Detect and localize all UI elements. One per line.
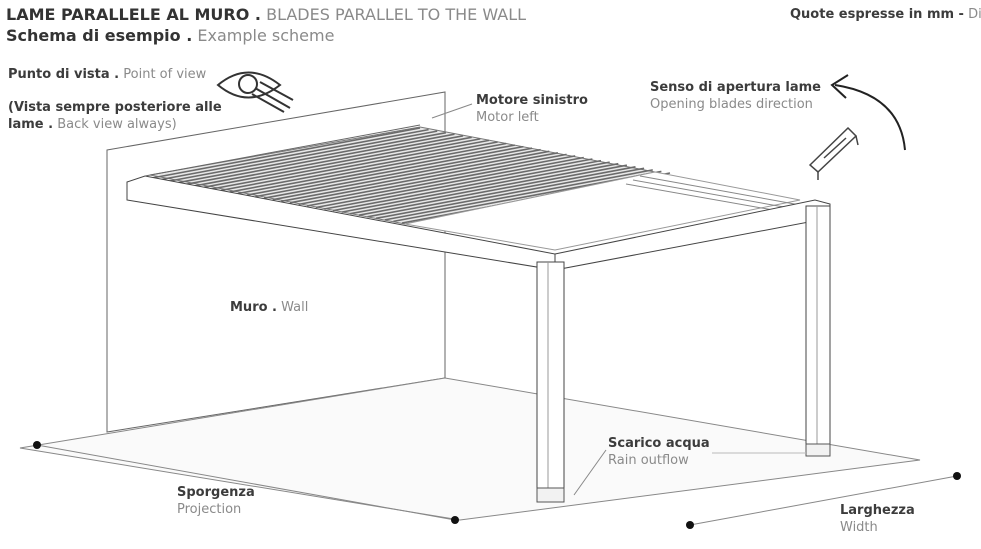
width-start-dot xyxy=(686,521,694,529)
roof-blade xyxy=(350,162,619,215)
subtitle-light: Example scheme xyxy=(197,26,335,45)
diagram-subtitle: Schema di esempio . Example scheme xyxy=(6,26,334,46)
motor-leader xyxy=(431,103,473,119)
dimension-dots xyxy=(33,441,961,529)
roof-blade xyxy=(384,169,653,221)
dims-light: Dimen xyxy=(968,7,981,22)
stacked-blades xyxy=(625,175,801,214)
roof-blade xyxy=(281,150,550,203)
front-post xyxy=(536,261,565,503)
dimensions-note: Quote espresse in mm - Dimen xyxy=(790,6,981,23)
motor-light: Motor left xyxy=(476,110,539,125)
opening-direction-label: Senso di apertura lame Opening blades di… xyxy=(650,79,821,113)
projection-bold: Sporgenza xyxy=(177,485,255,500)
rain-bold: Scarico acqua xyxy=(608,436,710,451)
projection-label: Sporgenza Projection xyxy=(177,484,255,518)
roof-blade xyxy=(169,130,438,182)
roof-blades xyxy=(151,127,671,224)
rain-outflow-label: Scarico acqua Rain outflow xyxy=(608,435,710,469)
roof-blade xyxy=(298,153,567,206)
width-dimension xyxy=(689,475,958,526)
roof-blade xyxy=(246,144,515,196)
roof-blade xyxy=(238,142,507,195)
roof-blade xyxy=(186,133,455,185)
point-of-view-label: Punto di vista . Point of view xyxy=(8,66,206,83)
roof-blade xyxy=(151,127,421,179)
subtitle-bold: Schema di esempio . xyxy=(6,26,193,45)
opening-bold: Senso di apertura lame xyxy=(650,80,821,95)
roof-blade xyxy=(177,131,447,184)
floor xyxy=(19,377,921,521)
right-post xyxy=(805,205,831,457)
roof-blade xyxy=(375,167,645,220)
roof-blade xyxy=(341,161,610,213)
projection-dimension xyxy=(36,444,456,521)
roof-blade xyxy=(212,138,481,190)
wall-label: Muro . Wall xyxy=(230,299,308,316)
width-light: Width xyxy=(840,520,878,535)
projection-end-dot xyxy=(451,516,459,524)
roof-blade xyxy=(367,166,636,218)
diagram-title: LAME PARALLELE AL MURO . BLADES PARALLEL… xyxy=(6,5,526,25)
roof-blade xyxy=(229,141,498,193)
back-light: Back view always) xyxy=(57,117,177,132)
roof-blade xyxy=(220,139,490,192)
title-bold: LAME PARALLELE AL MURO . xyxy=(6,5,261,24)
rain-light: Rain outflow xyxy=(608,453,689,468)
motor-bold: Motore sinistro xyxy=(476,93,588,108)
opening-light: Opening blades direction xyxy=(650,97,813,112)
wall-light: Wall xyxy=(281,300,309,315)
roof-blade xyxy=(289,152,559,204)
blade-icon xyxy=(808,126,859,180)
back-bold-2: lame . xyxy=(8,117,54,132)
width-bold: Larghezza xyxy=(840,503,915,518)
title-light: BLADES PARALLEL TO THE WALL xyxy=(266,5,527,24)
motor-left-label: Motore sinistro Motor left xyxy=(476,92,588,126)
roof-blade xyxy=(272,148,541,201)
roof-blade xyxy=(358,164,628,216)
width-end-dot xyxy=(953,472,961,480)
dims-bold: Quote espresse in mm - xyxy=(790,7,964,22)
width-label: Larghezza Width xyxy=(840,502,915,536)
eye-icon xyxy=(216,71,294,113)
pov-light: Point of view xyxy=(123,67,207,82)
rain-leader xyxy=(573,449,607,496)
roof-open-area xyxy=(404,171,801,251)
curved-arrow-icon xyxy=(830,74,906,151)
pov-bold: Punto di vista . xyxy=(8,67,120,82)
projection-start-dot xyxy=(33,441,41,449)
wall-bold: Muro . xyxy=(230,300,277,315)
roof-blade xyxy=(332,159,602,212)
roof-blade xyxy=(160,128,429,181)
roof-blade xyxy=(255,145,524,198)
back-bold-1: (Vista sempre posteriore alle xyxy=(8,100,222,115)
back-view-label: (Vista sempre posteriore alle lame . Bac… xyxy=(8,99,222,133)
roof-blade xyxy=(263,147,533,199)
roof-blade xyxy=(194,135,464,187)
roof-blade xyxy=(324,158,593,210)
roof-blade xyxy=(307,155,576,207)
roof-blade xyxy=(315,156,584,209)
projection-light: Projection xyxy=(177,502,242,517)
roof-blade xyxy=(203,136,472,189)
